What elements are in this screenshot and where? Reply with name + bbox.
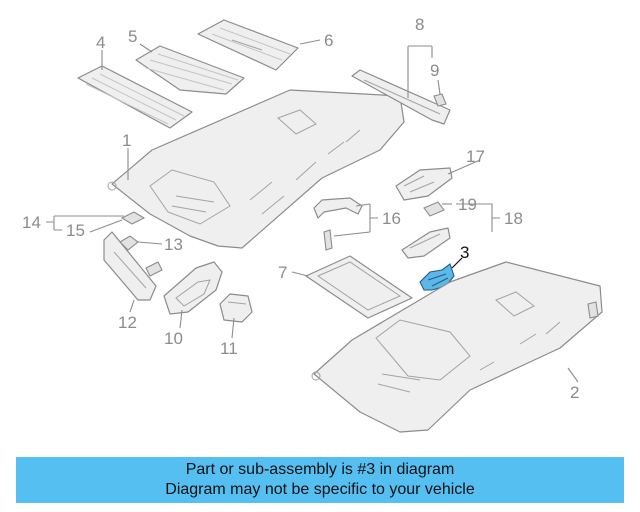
callout-8: 8 (415, 15, 424, 34)
parts-diagram: 1 2 3 4 5 6 7 8 9 10 11 12 13 14 15 16 1… (22, 15, 603, 433)
part-11-lamp (219, 293, 253, 323)
part-9-clip (433, 93, 447, 107)
part-4-insulation-pad (77, 65, 193, 129)
callout-4: 4 (96, 33, 105, 52)
callout-18: 18 (504, 209, 523, 228)
callout-12: 12 (118, 313, 137, 332)
part-10-map-lamp (163, 261, 223, 315)
part-1-headliner (107, 89, 405, 249)
callout-17: 17 (466, 147, 485, 166)
part-2-headliner (311, 261, 603, 433)
part-18-bracket (401, 227, 451, 259)
callout-7: 7 (278, 263, 287, 282)
part-16-grab-handle (313, 197, 363, 251)
part-8-rear-rail (351, 69, 451, 125)
part-6-insulation-pad (197, 19, 299, 71)
callout-11: 11 (220, 339, 238, 358)
info-banner: Part or sub-assembly is #3 in diagram Di… (16, 457, 624, 503)
callout-13: 13 (164, 235, 183, 254)
callout-15: 15 (66, 221, 85, 240)
banner-part-note: Part or sub-assembly is #3 in diagram (185, 461, 455, 478)
part-19-clip (423, 201, 445, 217)
part-17-bracket (395, 167, 453, 201)
callout-9: 9 (430, 61, 439, 80)
part-3-bracket-highlighted (419, 263, 455, 291)
callout-10: 10 (164, 329, 183, 348)
callout-1: 1 (122, 131, 131, 150)
callout-labels: 1 2 3 4 5 6 7 8 9 10 11 12 13 14 15 16 1… (22, 15, 579, 402)
callout-5: 5 (128, 27, 137, 46)
callout-2: 2 (570, 383, 579, 402)
part-12-sun-visor (103, 231, 163, 301)
callout-14: 14 (22, 213, 41, 232)
part-15-clip (120, 211, 146, 225)
leader-lines (46, 39, 579, 383)
callout-16: 16 (382, 209, 401, 228)
part-5-insulation-pad (135, 45, 245, 95)
callout-3: 3 (460, 243, 469, 262)
part-7-sunroof-trim (305, 255, 413, 319)
banner-disclaimer: Diagram may not be specific to your vehi… (165, 481, 475, 498)
callout-6: 6 (324, 31, 333, 50)
callout-19: 19 (458, 195, 477, 214)
